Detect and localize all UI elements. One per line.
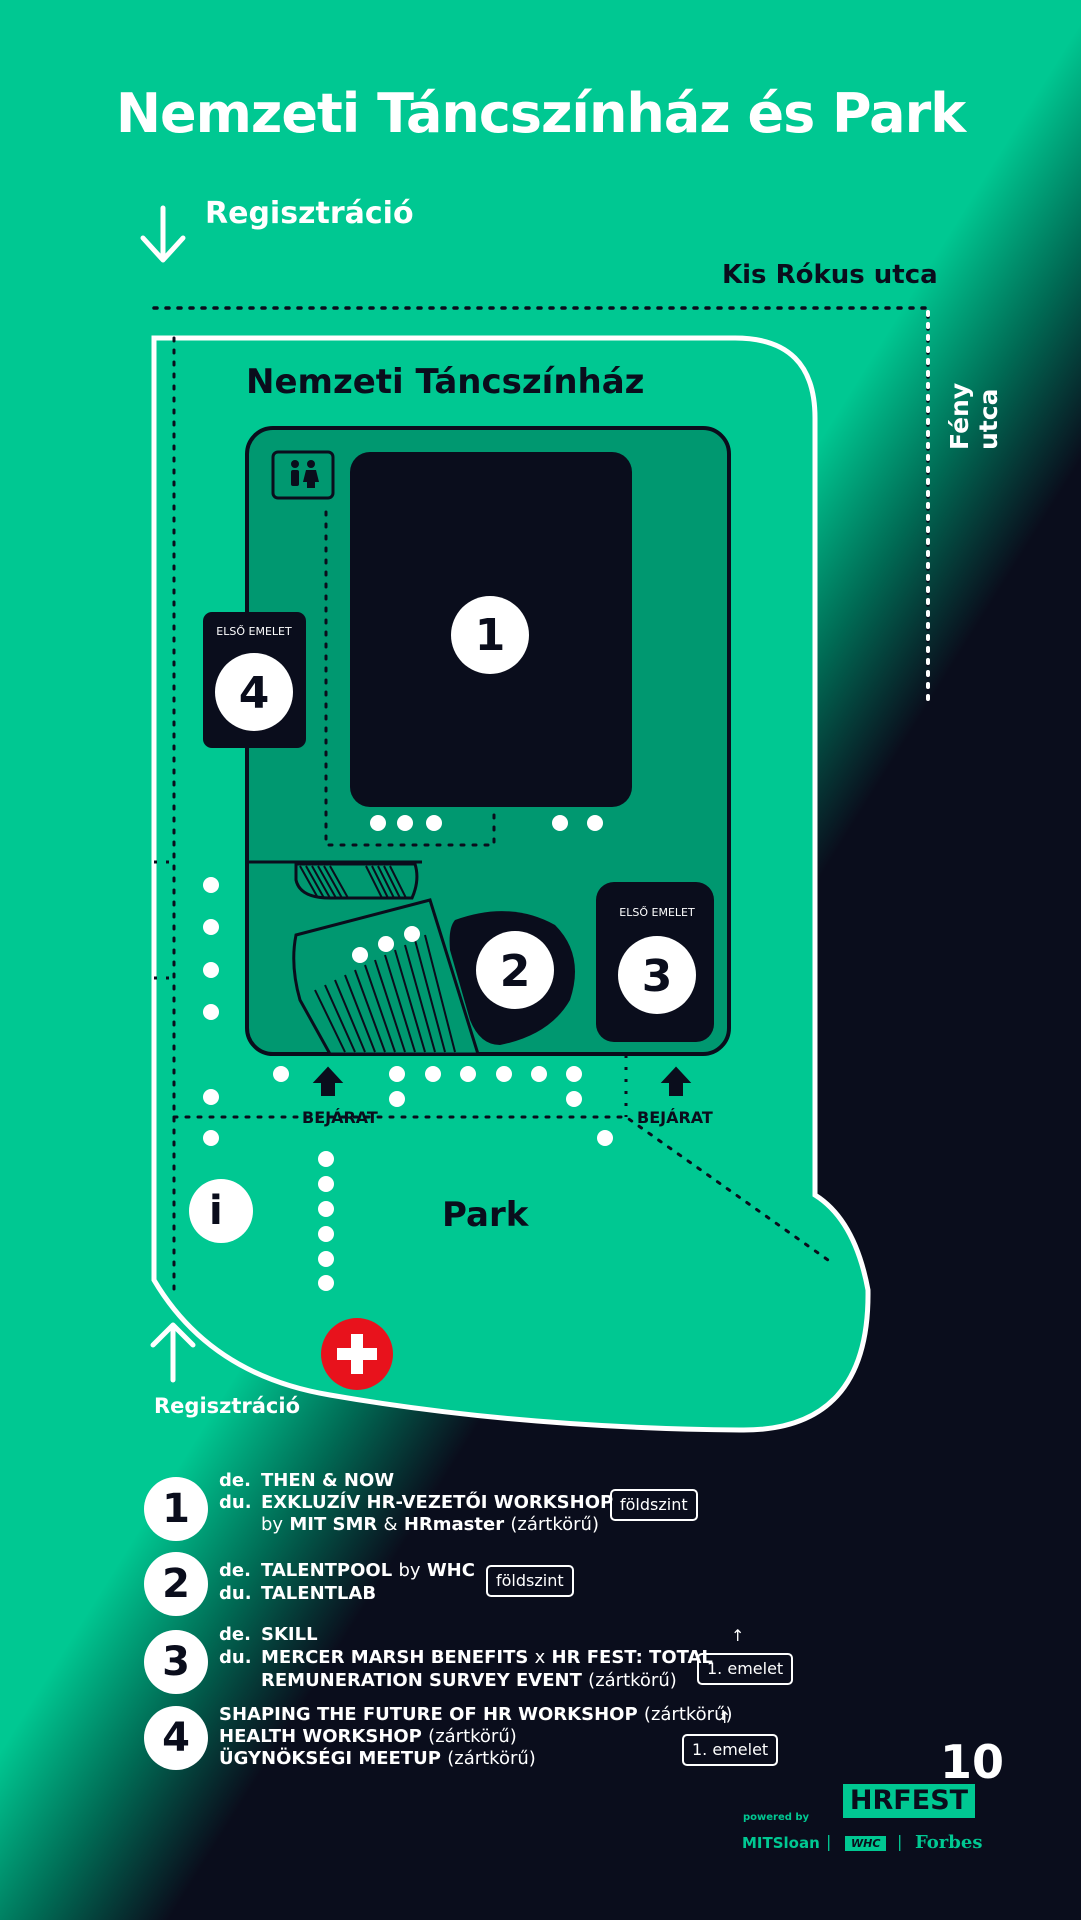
hall-2-marker	[476, 931, 554, 1009]
legend-4-line-3: ÜGYNÖKSÉGI MEETUP (zártkörű)	[219, 1748, 536, 1769]
restroom-icon	[291, 460, 319, 488]
hall-4-number: 4	[239, 668, 270, 719]
legend-1-line-3: by MIT SMR & HRmaster (zártkörű)	[261, 1514, 599, 1535]
legend-4-floor-badge: 1. emelet	[682, 1734, 779, 1766]
hall-4-marker	[215, 653, 293, 731]
sponsor-separator: |	[826, 1832, 832, 1851]
hall-3-number: 3	[642, 951, 673, 1002]
registration-label-bottom: Regisztráció	[154, 1394, 301, 1418]
legend-4-line-1: SHAPING THE FUTURE OF HR WORKSHOP (zártk…	[219, 1704, 733, 1725]
legend-number-3: 3	[144, 1630, 208, 1694]
first-aid-icon	[321, 1318, 393, 1390]
arrow-down-icon	[140, 205, 186, 263]
entrance-label-left: BEJÁRAT	[302, 1108, 378, 1127]
entrance-arrow-icon	[312, 1066, 344, 1096]
hall-4-floor-label: ELSŐ EMELET	[216, 624, 292, 638]
legend-4-line-2: HEALTH WORKSHOP (zártkörű)	[219, 1726, 517, 1747]
sponsor-whc: WHC	[845, 1836, 887, 1851]
legend-1-line-2: du.EXKLUZÍV HR-VEZETŐI WORKSHOP	[219, 1492, 614, 1513]
street-feny: Fény utca	[945, 382, 1003, 450]
legend-1-line-1: de.THEN & NOW	[219, 1470, 395, 1491]
staircase-lower	[292, 898, 481, 1056]
sponsor-separator: |	[897, 1832, 903, 1851]
hall-3-marker	[618, 936, 696, 1014]
legend-number-2: 2	[144, 1552, 208, 1616]
anniversary-number: 10	[940, 1735, 1005, 1789]
park-label: Park	[442, 1195, 529, 1235]
venue-map: 1 ELSŐ EMELET 4 2 ELSŐ EMELET	[140, 205, 930, 1431]
hall-1-marker	[451, 596, 529, 674]
legend-2-floor-badge: földszint	[486, 1565, 574, 1597]
entrance-label-right: BEJÁRAT	[637, 1108, 713, 1127]
legend-3-line-2: du.MERCER MARSH BENEFITS x HR FEST: TOTA…	[219, 1647, 713, 1668]
legend-3-line-3: REMUNERATION SURVEY EVENT (zártkörű)	[261, 1670, 677, 1691]
page-title: Nemzeti Táncszínház és Park	[115, 82, 966, 145]
street-line-kis-rokus	[152, 306, 930, 702]
entrance-arrow-icon	[660, 1066, 692, 1096]
legend-3-up-arrow: ↑	[731, 1626, 745, 1645]
legend-number-1: 1	[144, 1477, 208, 1541]
powered-by-label: powered by	[743, 1812, 810, 1823]
hall-2-number: 2	[500, 946, 531, 997]
legend-4-up-arrow: ↑	[718, 1708, 732, 1727]
path-dots	[203, 815, 613, 1291]
sponsor-mitsloan: MITSloan	[742, 1834, 820, 1852]
legend-1-floor-badge: földszint	[610, 1489, 698, 1521]
info-icon	[189, 1179, 253, 1243]
legend-3-floor-badge: 1. emelet	[697, 1653, 794, 1685]
registration-label-top: Regisztráció	[205, 196, 414, 231]
sponsor-forbes: Forbes	[915, 1832, 983, 1853]
info-letter: i	[209, 1188, 223, 1234]
hall-3-floor-label: ELSŐ EMELET	[619, 905, 695, 919]
legend-3-line-1: de.SKILL	[219, 1624, 318, 1645]
restroom-box	[271, 450, 335, 500]
street-kis-rokus: Kis Rókus utca	[722, 260, 938, 290]
arrow-up-icon	[150, 1322, 196, 1383]
hrfest-logo: HRFEST	[843, 1784, 975, 1818]
hall-1-number: 1	[475, 610, 506, 661]
legend-2-line-1: de.TALENTPOOL by WHC	[219, 1560, 475, 1581]
legend-number-4: 4	[144, 1706, 208, 1770]
building-name: Nemzeti Táncszínház	[246, 362, 645, 402]
legend-2-line-2: du.TALENTLAB	[219, 1583, 377, 1604]
